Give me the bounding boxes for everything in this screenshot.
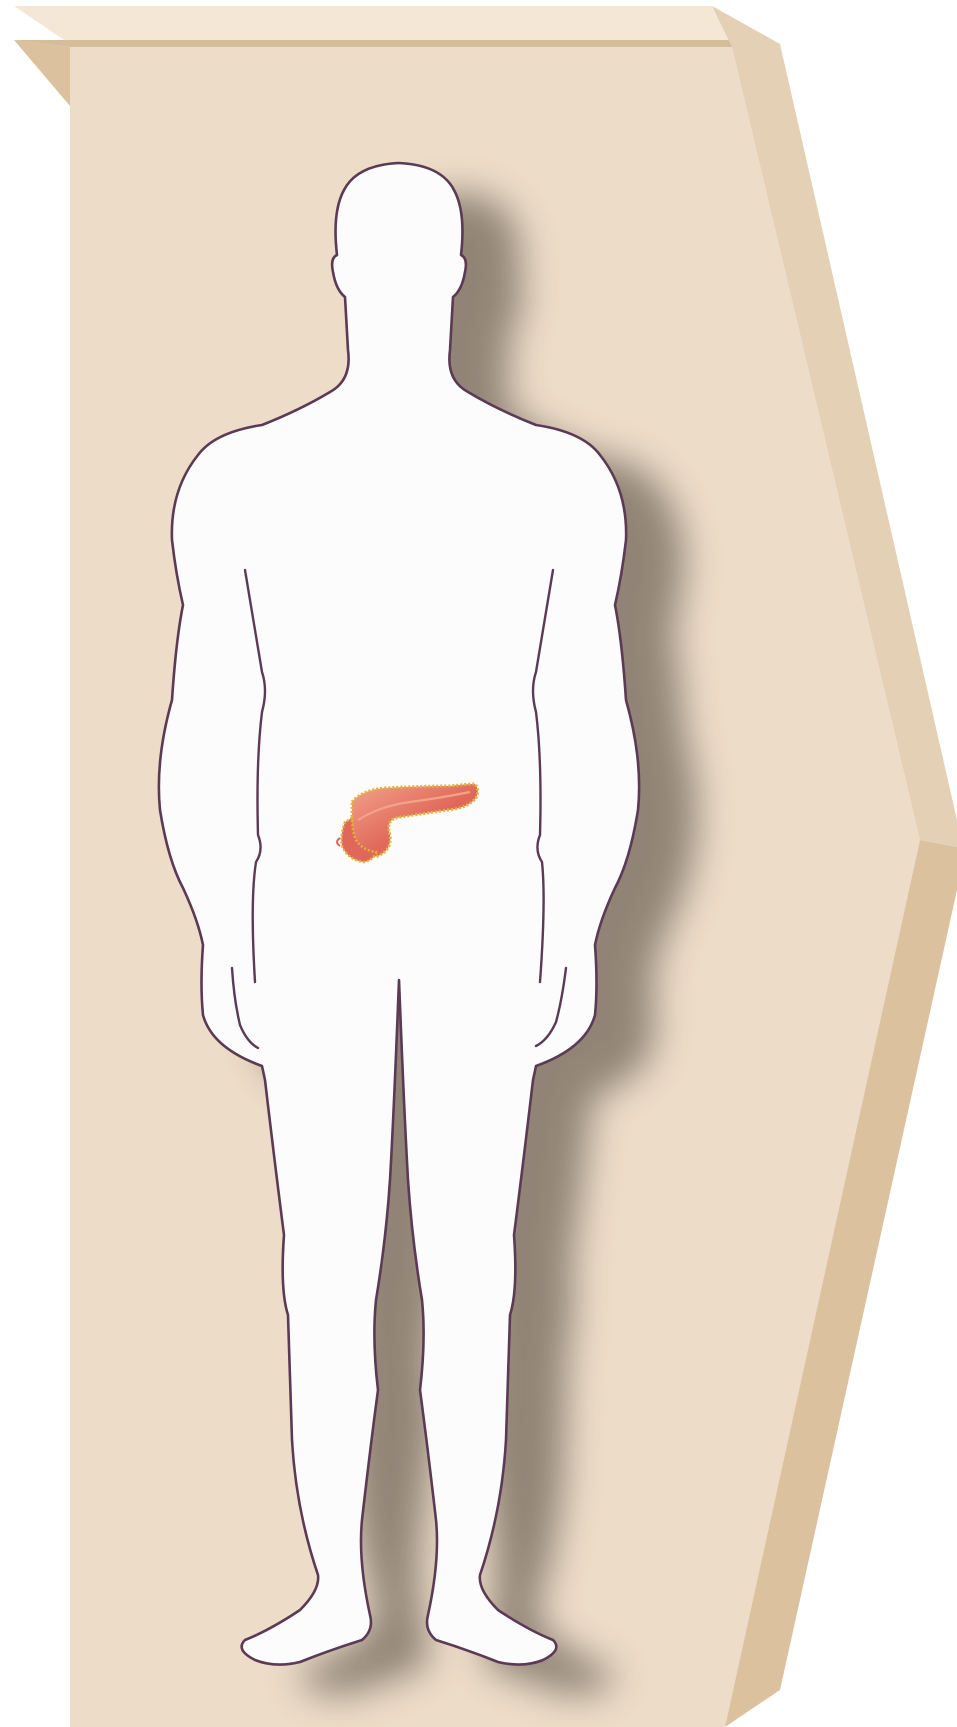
panel-top-face xyxy=(14,6,780,44)
panel-top-edge xyxy=(14,40,732,47)
panel-left-bevel xyxy=(14,40,70,106)
